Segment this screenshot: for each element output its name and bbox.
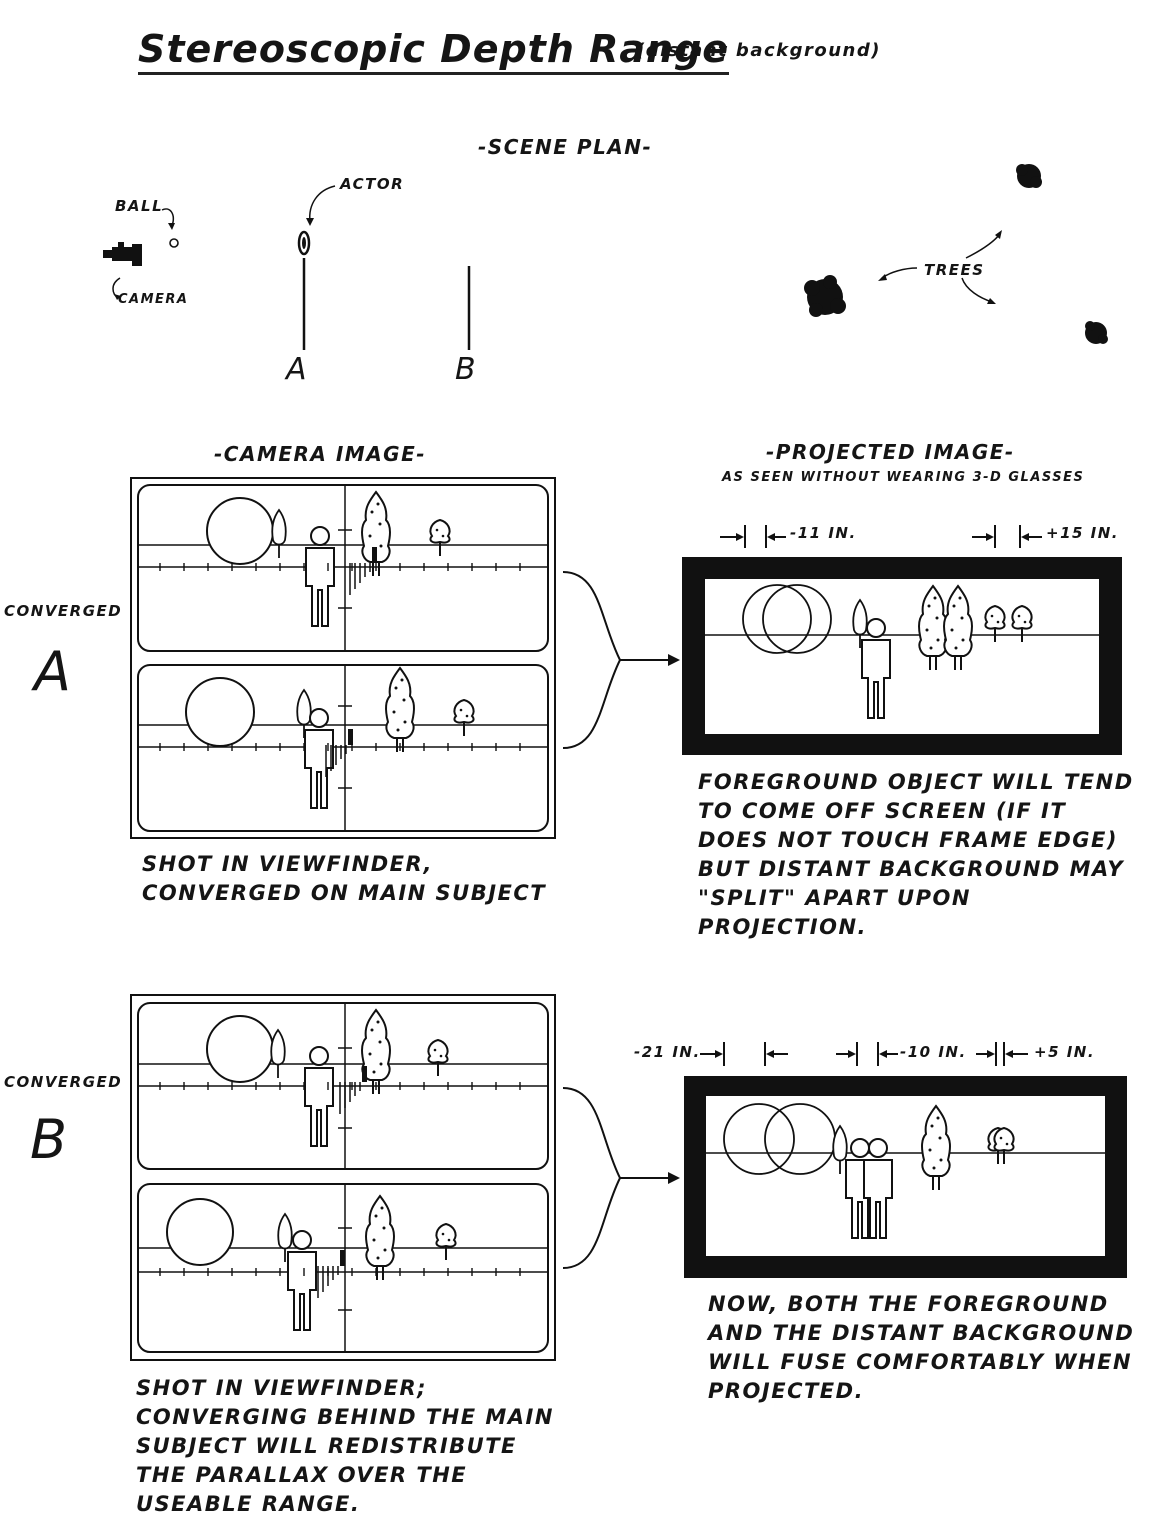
page-subtitle: (distant background) xyxy=(636,40,881,61)
projected-image-a xyxy=(682,557,1122,755)
ball-label: BALL xyxy=(115,197,164,215)
converged-a-letter: A xyxy=(34,640,73,703)
projected-image-b xyxy=(684,1076,1127,1278)
projected-image-heading: -PROJECTED IMAGE- xyxy=(766,440,1015,464)
projected-image-note: AS SEEN WITHOUT WEARING 3-D GLASSES xyxy=(722,470,1085,485)
ball-icon xyxy=(169,238,179,248)
parallax-b-1: -21 IN. xyxy=(634,1043,701,1061)
converged-a-label: CONVERGED xyxy=(4,602,123,620)
trees-label: TREES xyxy=(924,261,985,279)
tree-plan-icon xyxy=(1016,164,1042,188)
actor-pointer xyxy=(309,185,336,223)
camera-caption-b: SHOT IN VIEWFINDER; CONVERGING BEHIND TH… xyxy=(136,1376,554,1516)
converged-b-label: CONVERGED xyxy=(4,1073,123,1091)
parallax-b-2: -10 IN. xyxy=(900,1043,967,1061)
camera-icon xyxy=(103,242,142,266)
actor-label: ACTOR xyxy=(340,175,405,193)
tree-plan-icon xyxy=(1085,321,1108,344)
converged-b-letter: B xyxy=(30,1108,69,1171)
camera-label: CAMERA xyxy=(118,292,189,307)
projection-caption-a: FOREGROUND OBJECT WILL TEND TO COME OFF … xyxy=(698,770,1134,939)
parallax-a-left: -11 IN. xyxy=(790,524,857,542)
camera-caption-a: SHOT IN VIEWFINDER, CONVERGED ON MAIN SU… xyxy=(142,852,547,905)
camera-image-heading: -CAMERA IMAGE- xyxy=(214,442,427,466)
tree-plan-icon xyxy=(804,275,846,317)
plane-a-label: A xyxy=(286,352,309,387)
camera-image-a xyxy=(130,477,556,839)
camera-image-b xyxy=(130,994,556,1361)
plane-b-label: B xyxy=(455,352,478,387)
parallax-a-right: +15 IN. xyxy=(1046,524,1119,542)
scene-plan-heading: -SCENE PLAN- xyxy=(478,135,653,159)
parallax-b-3: +5 IN. xyxy=(1034,1043,1096,1061)
page-title: Stereoscopic Depth Range xyxy=(138,26,730,75)
projection-caption-b: NOW, BOTH THE FOREGROUND AND THE DISTANT… xyxy=(708,1292,1135,1403)
